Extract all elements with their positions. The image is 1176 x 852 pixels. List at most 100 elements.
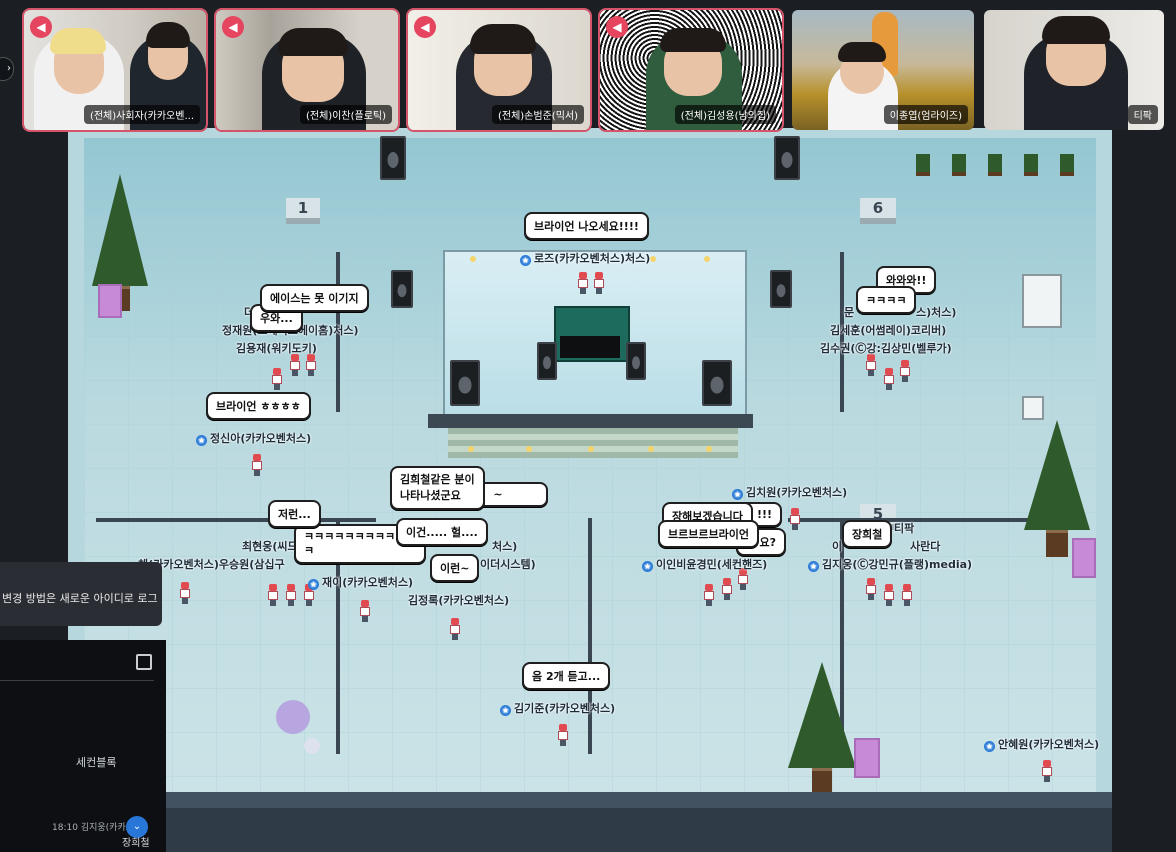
star-badge-icon: ★ <box>196 435 207 446</box>
speaking-mic-icon: ◀ <box>606 16 628 38</box>
chat-time: 18:10 <box>52 823 78 833</box>
avatar[interactable] <box>252 454 262 476</box>
avatar[interactable] <box>884 584 894 606</box>
gift-box <box>98 284 122 318</box>
wall <box>96 518 376 522</box>
game-world-map[interactable]: 1 6 5 <box>68 128 1112 852</box>
scroll-down-icon[interactable]: ⌄ <box>126 816 148 838</box>
avatar[interactable] <box>578 272 588 294</box>
video-tile-participant[interactable]: 이종엽(엄라이즈) <box>792 10 974 130</box>
star-badge-icon: ★ <box>308 579 319 590</box>
name-label: 김정록(카카오벤처스) <box>408 594 510 607</box>
chat-message-meta: 18:10 김지웅(카카오벤 <box>52 820 142 833</box>
name-label: ★로즈(카카오벤처스)처스) <box>520 252 651 266</box>
name-label: 체(카카오벤처스)우승원(삼십구 <box>138 558 285 571</box>
toast-text: 변경 방법은 새로운 아이디로 로그 <box>2 592 158 605</box>
stage-steps <box>448 428 738 458</box>
star-badge-icon: ★ <box>520 255 531 266</box>
name-label: 이 <box>832 540 843 553</box>
avatar[interactable] <box>902 584 912 606</box>
video-tile-participant[interactable]: ◀ (전체)손범준(믹서) <box>406 8 592 132</box>
plant <box>952 154 966 176</box>
video-tile-participant[interactable]: 티팍 <box>984 10 1164 130</box>
wall <box>788 518 1078 522</box>
avatar[interactable] <box>290 354 300 376</box>
avatar[interactable] <box>594 272 604 294</box>
chat-bubble: 브라이언 ㅎㅎㅎㅎ <box>206 392 311 420</box>
avatar[interactable] <box>306 354 316 376</box>
avatar[interactable] <box>790 508 800 530</box>
plant <box>916 154 930 176</box>
plant <box>1060 154 1074 176</box>
avatar[interactable] <box>360 600 370 622</box>
wall <box>336 252 340 412</box>
avatar[interactable] <box>180 582 190 604</box>
stage-light <box>650 256 656 262</box>
star-badge-icon: ★ <box>642 561 653 572</box>
small-object <box>1022 396 1044 420</box>
stage-light <box>704 256 710 262</box>
chat-sender: 김지웅(카카오벤 <box>80 823 143 833</box>
gift-box <box>854 738 880 778</box>
avatar[interactable] <box>268 584 278 606</box>
participant-name: (전체)김성용(남의집) <box>674 105 776 124</box>
avatar[interactable] <box>1042 760 1052 782</box>
chat-last-name: 장희철 <box>122 838 150 849</box>
stage-light <box>706 446 712 452</box>
stage-edge <box>428 414 753 428</box>
avatar[interactable] <box>900 360 910 382</box>
participant-name: 이종엽(엄라이즈) <box>883 105 968 124</box>
name-label: 김용재(워키도키) <box>236 342 317 355</box>
plant <box>988 154 1002 176</box>
speaking-mic-icon: ◀ <box>222 16 244 38</box>
name-label: 스)처스) <box>916 306 957 319</box>
avatar[interactable] <box>866 578 876 600</box>
star-badge-icon: ★ <box>808 561 819 572</box>
avatar[interactable] <box>884 368 894 390</box>
avatar[interactable] <box>722 578 732 600</box>
plant <box>1024 154 1038 176</box>
name-label: ★정신아(카카오벤처스) <box>196 432 312 446</box>
speaking-mic-icon: ◀ <box>414 16 436 38</box>
decor-ball <box>276 700 310 734</box>
speaker <box>537 342 557 380</box>
christmas-tree <box>1024 420 1090 558</box>
speaker <box>626 342 646 380</box>
avatar[interactable] <box>738 568 748 590</box>
chat-bubble: 이런~ <box>430 554 480 582</box>
name-label: ★김치원(카카오벤처스) <box>732 486 848 500</box>
room-sign-1: 1 <box>286 198 320 224</box>
avatar[interactable] <box>558 724 568 746</box>
star-badge-icon: ★ <box>984 741 995 752</box>
participant-name: (전체)사회자(카카오벤... <box>83 105 200 124</box>
wall <box>336 518 340 754</box>
chat-bubble: 이건..... 헐.... <box>396 518 488 546</box>
avatar[interactable] <box>450 618 460 640</box>
stage-light <box>468 446 474 452</box>
chat-panel: 18:10 김지웅(카카오벤 ⌄ 장희철 <box>0 640 166 852</box>
name-label: 문 <box>844 306 855 319</box>
name-label: 사란다 <box>910 540 941 553</box>
participant-name: (전체)손범준(믹서) <box>491 105 584 124</box>
wall <box>840 518 844 754</box>
speaker <box>774 136 800 180</box>
name-label: 이더시스템) <box>480 558 536 571</box>
video-tile-participant[interactable]: ◀ (전체)김성용(남의집) <box>598 8 784 132</box>
video-tile-participant[interactable]: ◀ (전체)이찬(플로틱) <box>214 8 400 132</box>
avatar[interactable] <box>286 584 296 606</box>
map-edge <box>68 808 1112 852</box>
star-badge-icon: ★ <box>732 489 743 500</box>
video-tile-host[interactable]: ◀ (전체)사회자(카카오벤... <box>22 8 208 132</box>
star-badge-icon: ★ <box>500 705 511 716</box>
dj-desk-base <box>560 336 620 358</box>
chat-bubble: 브라이언 나오세요!!!! <box>524 212 649 240</box>
speaker <box>770 270 792 308</box>
scroll-left-button[interactable]: › <box>0 57 14 81</box>
avatar[interactable] <box>704 584 714 606</box>
christmas-tree <box>788 662 856 793</box>
avatar[interactable] <box>272 368 282 390</box>
name-label: ★이인비윤경민(세컨핸즈) <box>642 558 768 572</box>
expand-icon[interactable] <box>136 654 152 670</box>
avatar[interactable] <box>866 354 876 376</box>
chat-bubble: ㅋㅋㅋㅋ <box>856 286 917 314</box>
